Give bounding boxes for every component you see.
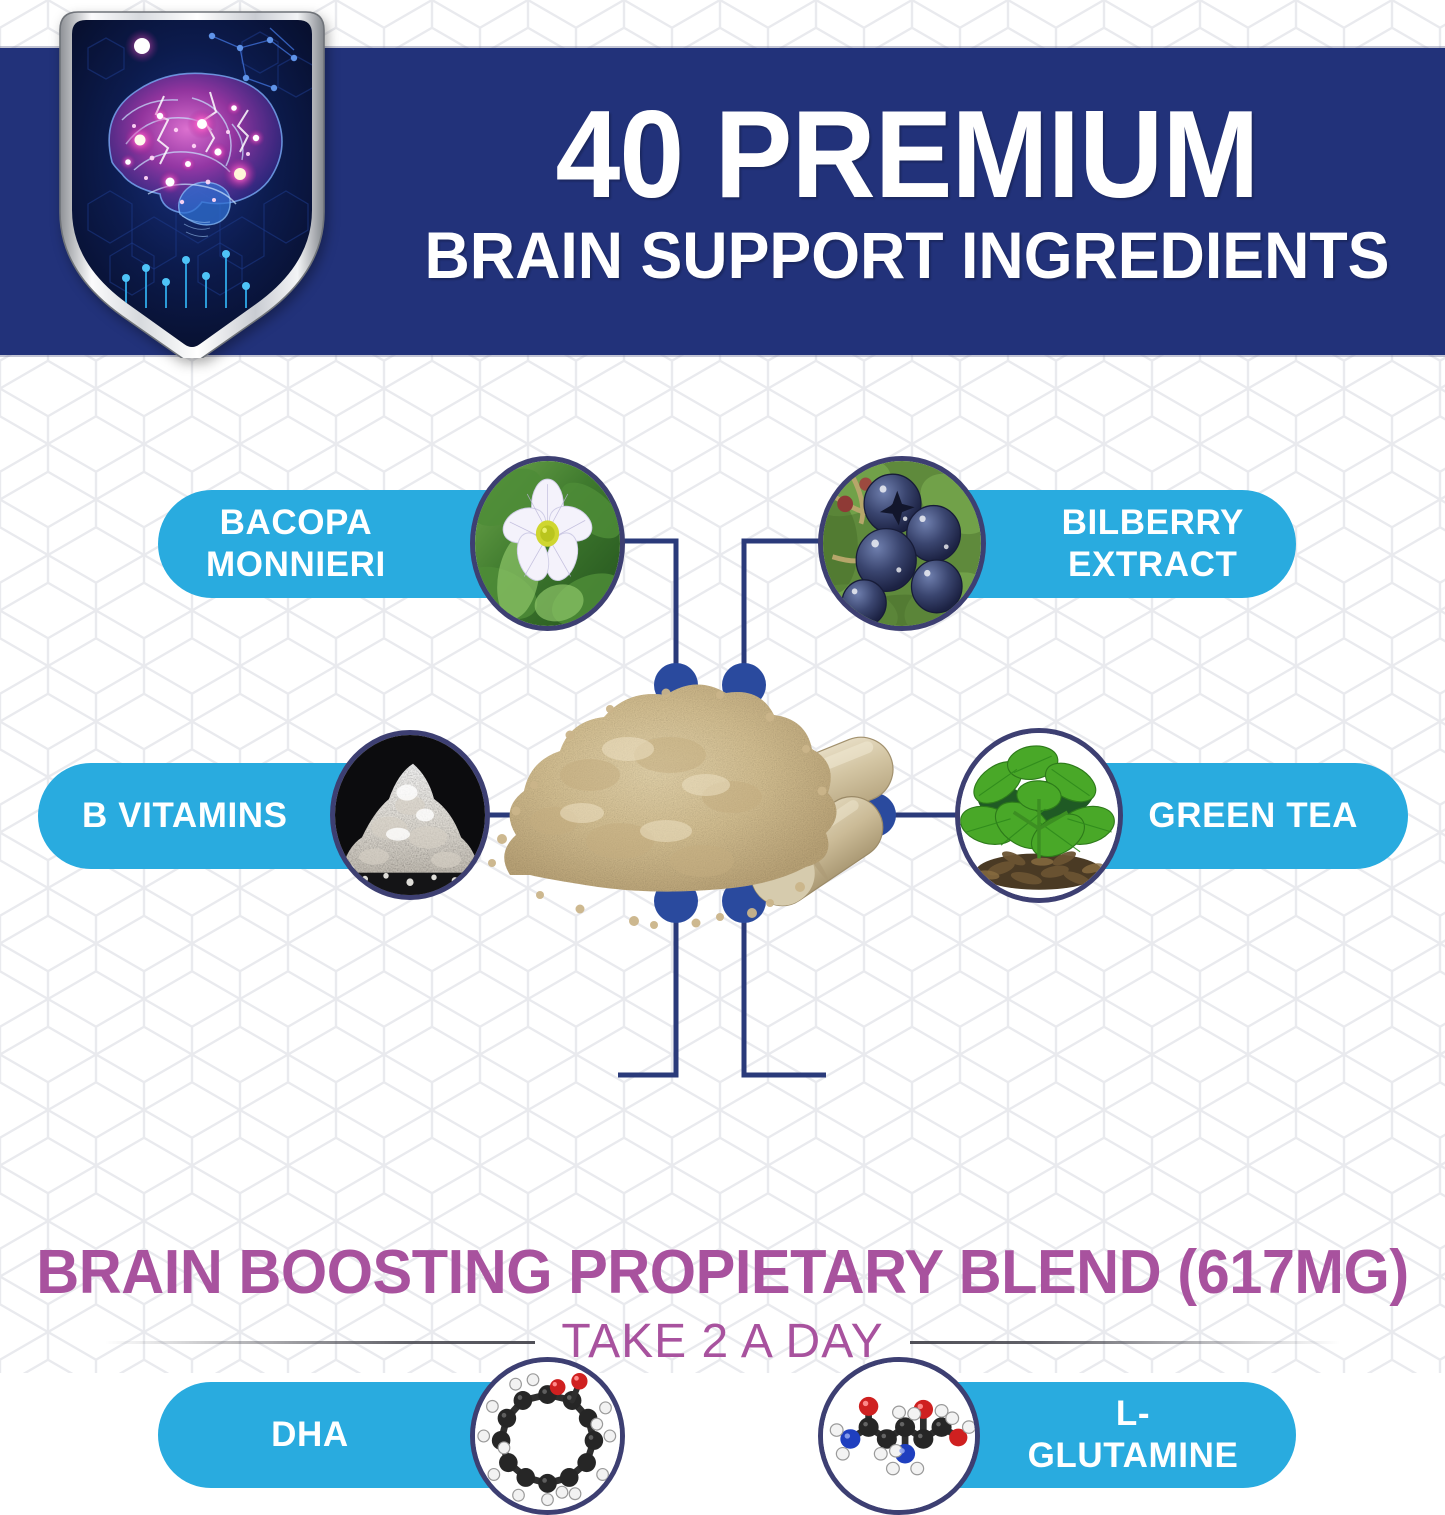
ingredient-label-bacopa-monnieri: BACOPA MONNIERI: [206, 503, 386, 584]
supplement-powder-capsules-photo: [488, 684, 894, 929]
ingredient-label-dha: DHA: [271, 1415, 349, 1454]
ingredient-label-l-glutamine: L-GLUTAMINE: [1027, 1394, 1239, 1475]
footer-block: BRAIN BOOSTING PROPIETARY BLEND (617MG) …: [0, 1240, 1445, 1368]
dosage-row: TAKE 2 A DAY: [0, 1316, 1445, 1368]
divider-left: [105, 1340, 536, 1344]
divider-right: [909, 1340, 1340, 1344]
dosage-text: TAKE 2 A DAY: [561, 1315, 884, 1368]
ingredient-label-green-tea: GREEN TEA: [1148, 796, 1358, 835]
bilberry-berries-photo[interactable]: [818, 456, 986, 631]
ingredient-diagram: BACOPA MONNIERI: [0, 355, 1445, 1515]
page-title: 40 PREMIUM: [555, 86, 1259, 224]
blend-title: BRAIN BOOSTING PROPIETARY BLEND (617MG): [36, 1238, 1409, 1307]
white-powder-photo[interactable]: [330, 730, 490, 900]
l-glutamine-molecule-model[interactable]: [818, 1357, 980, 1515]
green-tea-leaves-photo[interactable]: [955, 728, 1123, 903]
ingredient-label-bilberry-extract: BILBERRY EXTRACT: [1061, 503, 1244, 584]
brain-shield-icon: [59, 11, 325, 358]
header-title-block: 40 PREMIUM BRAIN SUPPORT INGREDIENTS: [382, 52, 1432, 290]
page-subtitle: BRAIN SUPPORT INGREDIENTS: [424, 218, 1390, 292]
bacopa-flower-photo[interactable]: [470, 456, 625, 631]
dha-molecule-model[interactable]: [470, 1357, 625, 1515]
ingredient-label-b-vitamins: B VITAMINS: [82, 796, 288, 835]
